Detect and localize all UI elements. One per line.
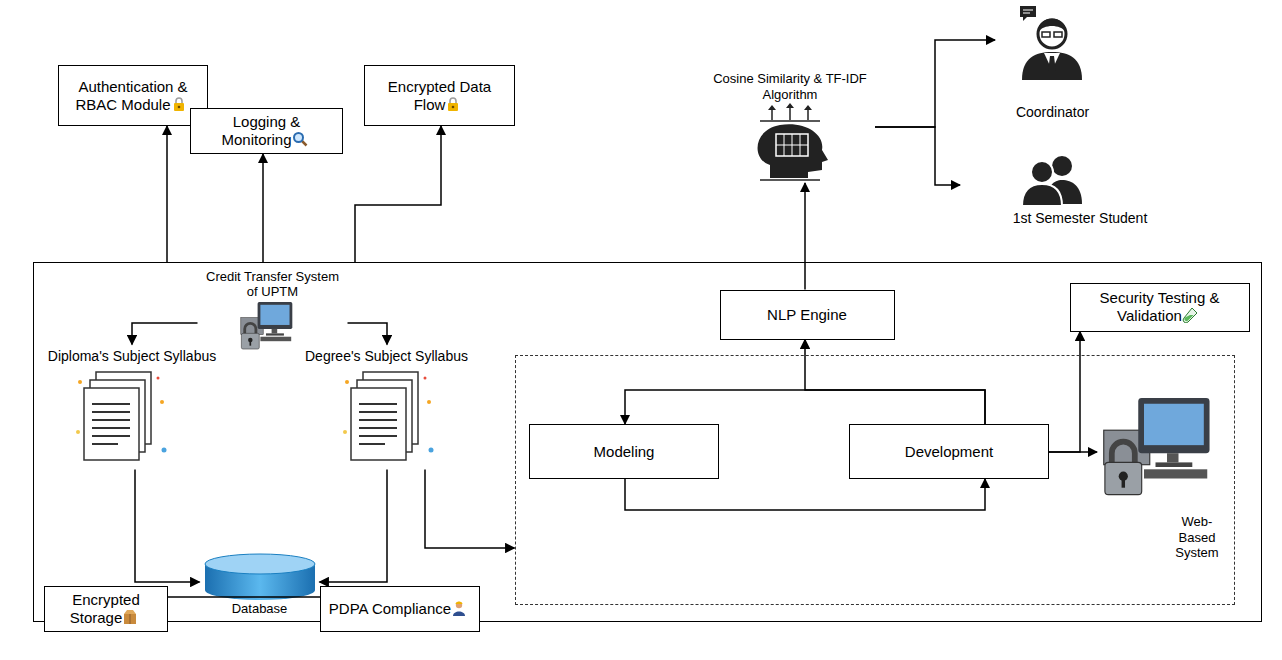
connector (132, 323, 198, 345)
icon-node: Database (200, 556, 320, 620)
box-icon (445, 96, 461, 112)
icon-node: Cosine Similarity & TF-IDF Algorithm (705, 68, 875, 183)
icon-caption: Web-Based System (1168, 514, 1226, 561)
connector (805, 340, 985, 425)
database-icon (205, 554, 315, 600)
students-icon (1022, 156, 1082, 206)
document-icon (76, 372, 167, 460)
icon-caption: Diploma's Subject Syllabus (48, 348, 216, 365)
box-label: Modeling (594, 443, 655, 461)
process-box: Security Testing & Validation (1070, 283, 1250, 332)
icon-caption: Coordinator (1016, 104, 1089, 121)
box-label: Encrypted Storage (51, 591, 161, 627)
box-label: Security Testing & Validation (1077, 289, 1243, 325)
process-box: Logging & Monitoring (190, 108, 343, 154)
process-box: PDPA Compliance (320, 586, 480, 632)
connector (168, 596, 320, 598)
coordinator-icon (1020, 6, 1082, 80)
box-label: PDPA Compliance (329, 600, 471, 618)
icon-caption: Database (232, 601, 288, 617)
box-label: NLP Engine (767, 306, 847, 324)
box-icon (292, 131, 308, 147)
computer-lock-icon (241, 302, 293, 349)
box-label: Encrypted Data Flow (371, 78, 508, 114)
icon-caption: Cosine Similarity & TF-IDF Algorithm (708, 71, 872, 102)
dashed-group: Modeling DevelopmentWeb-Based System (515, 355, 1235, 605)
system-frame: Credit Transfer System of UPTM Diploma's … (33, 262, 1262, 622)
document-icon (343, 372, 434, 460)
connector (425, 470, 515, 549)
connector (875, 40, 995, 127)
connector (166, 126, 168, 262)
box-icon (1182, 307, 1198, 323)
icon-caption: Credit Transfer System of UPTM (201, 269, 345, 300)
icon-caption: 1st Semester Student (1013, 210, 1148, 227)
box-label: Logging & Monitoring (197, 113, 336, 149)
box-label: Development (905, 443, 993, 461)
box-icon (451, 600, 467, 616)
connector (262, 154, 264, 262)
process-box: Development (849, 424, 1049, 479)
process-box: Encrypted Storage (44, 586, 168, 632)
connector (625, 479, 985, 510)
process-box: Modeling (529, 424, 719, 479)
connector (348, 323, 388, 345)
process-box: NLP Engine (720, 290, 895, 340)
icon-caption: Degree's Subject Syllabus (305, 348, 468, 365)
connector (625, 390, 985, 424)
icon-node: Degree's Subject Syllabus (292, 345, 482, 470)
ai-head-icon (758, 103, 828, 180)
process-box: Authentication & RBAC Module (58, 65, 208, 126)
connector (1049, 332, 1080, 453)
box-icon (122, 609, 138, 625)
icon-node: Coordinator (995, 2, 1110, 124)
process-box: Encrypted Data Flow (364, 65, 515, 126)
connector (355, 126, 441, 262)
icon-node: Diploma's Subject Syllabus (40, 345, 225, 470)
box-icon (171, 96, 187, 112)
icon-node: Credit Transfer System of UPTM (198, 266, 348, 352)
connector (320, 470, 388, 583)
connector (135, 470, 200, 583)
icon-node: Web-Based System (1097, 394, 1229, 564)
box-label: Authentication & RBAC Module (65, 78, 201, 114)
computer-lock-icon (1104, 398, 1210, 495)
icon-node: 1st Semester Student (960, 150, 1200, 230)
connector (804, 183, 806, 290)
connector (875, 127, 960, 185)
